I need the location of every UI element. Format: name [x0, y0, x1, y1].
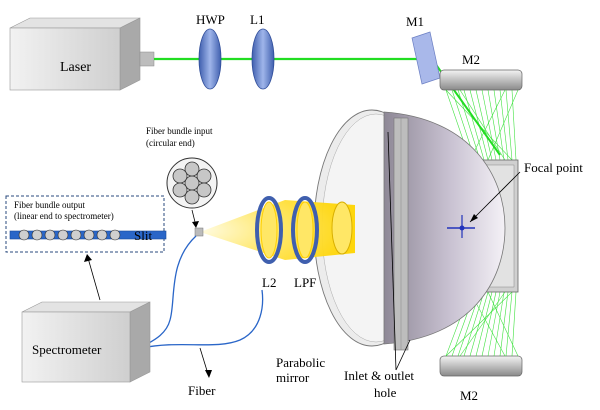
- fiber-bundle-input-label: Fiber bundle input: [146, 126, 213, 136]
- spectrometer-label: Spectrometer: [32, 342, 102, 357]
- parabolic-mirror: [313, 109, 506, 351]
- l2-lens: L2: [255, 196, 283, 290]
- fiber-bundle-output: Fiber bundle output (linear end to spect…: [5, 195, 167, 301]
- fiber-bundle-output-sublabel: (linear end to spectrometer): [14, 211, 114, 221]
- l1-label: L1: [250, 12, 264, 27]
- m2-bottom-mirror: M2: [439, 355, 523, 403]
- spectrometer-box: Spectrometer: [21, 301, 151, 383]
- fiber-bundle-input: Fiber bundle input (circular end): [146, 126, 218, 237]
- l2-label: L2: [262, 275, 276, 290]
- slit-label: Slit: [134, 228, 152, 243]
- focal-point-label: Focal point: [524, 160, 583, 175]
- laser-box: Laser: [9, 17, 155, 91]
- inlet-outlet-label: Inlet & outlet: [344, 368, 414, 383]
- inlet-outlet-label-line2: hole: [374, 385, 397, 400]
- lpf-filter: LPF: [291, 196, 353, 290]
- laser-label: Laser: [60, 60, 91, 75]
- focal-point: Focal point: [447, 160, 583, 238]
- fiber-label: Fiber: [188, 383, 216, 398]
- m1-mirror: M1: [406, 14, 441, 85]
- parabolic-mirror-label-group: Parabolic mirror: [276, 355, 325, 385]
- fiber-bundle-input-sublabel: (circular end): [146, 138, 195, 148]
- m2-bottom-label: M2: [460, 388, 478, 403]
- inlet-outlet-label-group: Inlet & outlet hole: [344, 131, 414, 400]
- green-beam-top: [445, 89, 519, 161]
- m1-label: M1: [406, 14, 424, 29]
- fiber-label-group: Fiber: [188, 347, 216, 398]
- fiber-bundle-output-label: Fiber bundle output: [14, 200, 85, 210]
- parabolic-mirror-label: Parabolic: [276, 355, 325, 370]
- parabolic-mirror-label-line2: mirror: [276, 370, 310, 385]
- hwp-label: HWP: [196, 12, 225, 27]
- hwp-lens: HWP: [196, 12, 225, 90]
- linear-fiber-array: [18, 229, 121, 241]
- l1-lens: L1: [250, 12, 275, 90]
- m2-top-mirror: M2: [439, 52, 523, 91]
- lpf-label: LPF: [294, 275, 316, 290]
- fiber-cable: [141, 235, 264, 349]
- m2-top-label: M2: [462, 52, 480, 67]
